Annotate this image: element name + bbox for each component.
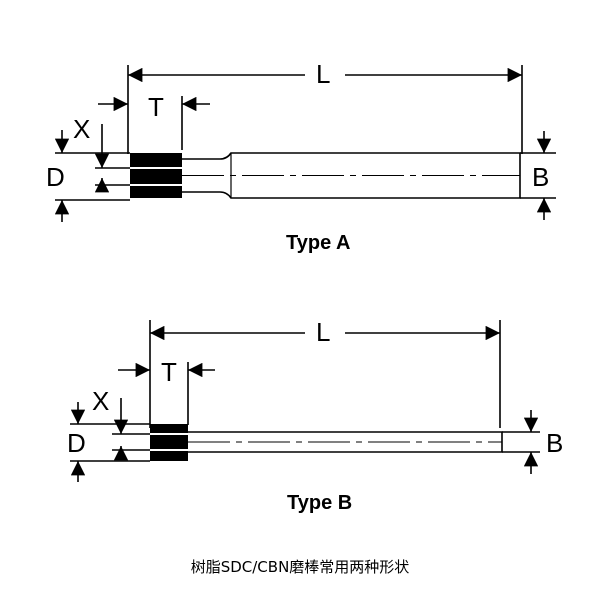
type-b-label-l: L bbox=[316, 317, 330, 347]
type-b-label-d: D bbox=[67, 428, 86, 458]
type-a-label-l: L bbox=[316, 59, 330, 89]
type-a-label-t: T bbox=[148, 92, 164, 122]
type-b-figure bbox=[70, 320, 540, 482]
type-b-title: Type B bbox=[287, 492, 352, 514]
type-b-label-t: T bbox=[161, 357, 177, 387]
type-b-label-b: B bbox=[546, 428, 563, 458]
type-b-label-x: X bbox=[92, 386, 109, 416]
type-a-label-x: X bbox=[73, 114, 90, 144]
figure-caption: 树脂SDC/CBN磨棒常用两种形状 bbox=[190, 558, 410, 576]
type-b-abrasive-head bbox=[150, 424, 188, 461]
type-a-label-d: D bbox=[46, 162, 65, 192]
type-a-abrasive-head bbox=[130, 153, 182, 198]
type-a-figure bbox=[54, 65, 556, 222]
type-a-title: Type A bbox=[286, 232, 350, 254]
type-a-label-b: B bbox=[532, 162, 549, 192]
